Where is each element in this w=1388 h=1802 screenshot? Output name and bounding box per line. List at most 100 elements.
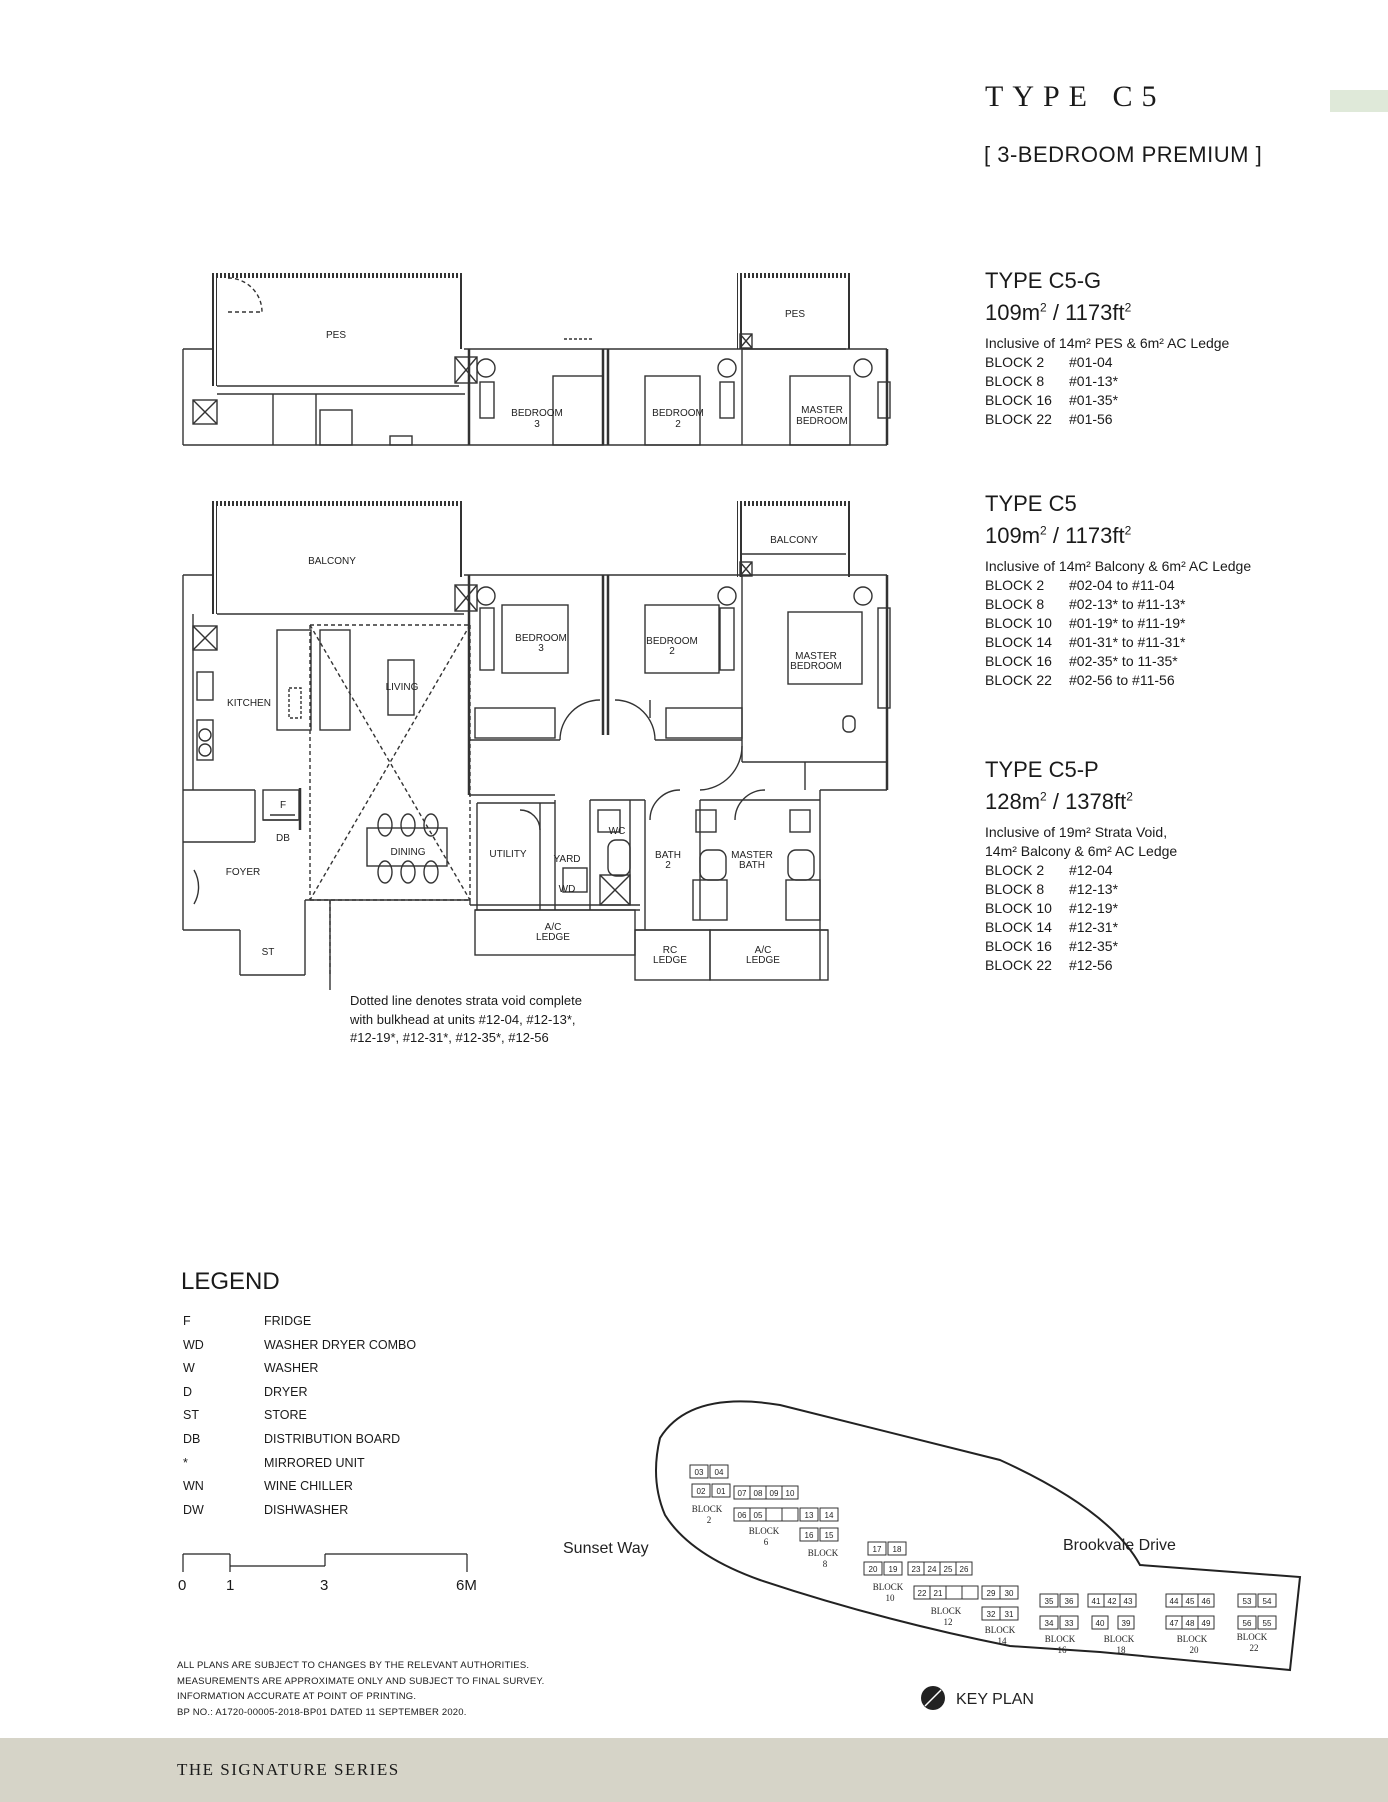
- block-table: BLOCK 2#01-04 BLOCK 8#01-13* BLOCK 16#01…: [985, 353, 1118, 429]
- label-ac-ledge-1: A/C: [545, 922, 562, 933]
- label-pes: PES: [326, 330, 346, 341]
- svg-text:06: 06: [738, 1511, 747, 1520]
- svg-text:43: 43: [1124, 1597, 1133, 1606]
- footer-band: [0, 1738, 1388, 1802]
- svg-text:49: 49: [1202, 1619, 1211, 1628]
- svg-text:26: 26: [960, 1565, 969, 1574]
- svg-text:04: 04: [715, 1468, 724, 1477]
- unit-area: 109m2 / 1173ft2: [985, 300, 1132, 325]
- svg-text:07: 07: [738, 1489, 747, 1498]
- label-master-b: MASTER: [795, 651, 837, 662]
- table-row: BLOCK 14#01-31* to #11-31*: [985, 634, 1186, 650]
- table-row: BLOCK 2#12-04: [985, 862, 1113, 878]
- table-row: BLOCK 2#02-04 to #11-04: [985, 577, 1175, 593]
- label-pes-2: PES: [785, 309, 805, 320]
- svg-text:29: 29: [987, 1589, 996, 1598]
- label-living: LIVING: [386, 682, 419, 693]
- svg-text:15: 15: [825, 1531, 834, 1540]
- block-number: 6: [764, 1537, 769, 1547]
- label-bedroom-3b-num: 3: [538, 643, 544, 654]
- unit-name: TYPE C5-P: [985, 757, 1099, 782]
- label-wd: WD: [559, 884, 576, 895]
- label-bedroom-3: BEDROOM: [511, 408, 563, 419]
- unit-name: TYPE C5: [985, 491, 1077, 516]
- plan-c5: [182, 501, 891, 990]
- plan-c5g: [182, 273, 891, 446]
- block-label: BLOCK: [1237, 1632, 1268, 1642]
- svg-text:03: 03: [695, 1468, 704, 1477]
- block-label: BLOCK: [873, 1582, 904, 1592]
- unit-area: 109m2 / 1173ft2: [985, 523, 1132, 548]
- table-row: BLOCK 16#01-35*: [985, 392, 1119, 408]
- table-row: BLOCK 22#01-56: [985, 411, 1113, 427]
- label-rc-ledge-b: LEDGE: [653, 955, 687, 966]
- label-store: ST: [262, 947, 275, 958]
- svg-text:13: 13: [805, 1511, 814, 1520]
- table-row: BLOCK 8#01-13*: [985, 373, 1119, 389]
- svg-text:32: 32: [987, 1610, 996, 1619]
- table-row: BLOCK 22#12-56: [985, 957, 1113, 973]
- block-label: BLOCK: [1045, 1634, 1076, 1644]
- label-ac-ledge-1b: LEDGE: [536, 932, 570, 943]
- unit-box: [709, 1464, 729, 1479]
- block-label: BLOCK: [1104, 1634, 1135, 1644]
- svg-text:39: 39: [1122, 1619, 1131, 1628]
- legend-title: LEGEND: [181, 1268, 280, 1295]
- road-label-brookvale: Brookvale Drive: [1063, 1537, 1176, 1554]
- table-row: BLOCK 16#02-35* to 11-35*: [985, 653, 1178, 669]
- unit-area: 128m2 / 1378ft2: [985, 789, 1133, 814]
- road-label-sunset: Sunset Way: [563, 1540, 649, 1557]
- svg-text:10: 10: [786, 1489, 795, 1498]
- label-rc-ledge: RC: [663, 945, 677, 956]
- unit-inclusive: Inclusive of 14m² Balcony & 6m² AC Ledge: [985, 558, 1252, 574]
- svg-text:21: 21: [934, 1589, 943, 1598]
- table-row: BLOCK 8#02-13* to #11-13*: [985, 596, 1186, 612]
- svg-text:18: 18: [893, 1545, 902, 1554]
- table-row: BLOCK 14#12-31*: [985, 919, 1119, 935]
- site-boundary: [655, 1400, 1302, 1672]
- unit-spec-c5g: TYPE C5-G 109m2 / 1173ft2 Inclusive of 1…: [985, 268, 1229, 429]
- block-number: 20: [1190, 1645, 1200, 1655]
- label-ac-ledge-2: A/C: [755, 945, 772, 956]
- table-row: BLOCK 22#02-56 to #11-56: [985, 672, 1175, 688]
- svg-text:24: 24: [928, 1565, 937, 1574]
- label-bath-2-num: 2: [665, 860, 671, 871]
- table-row: BLOCK 8#12-13*: [985, 881, 1119, 897]
- unit-spec-c5: TYPE C5 109m2 / 1173ft2 Inclusive of 14m…: [985, 491, 1251, 690]
- block-number: 10: [886, 1593, 896, 1603]
- unit-box: [689, 1464, 709, 1479]
- label-bedroom-3b: BEDROOM: [515, 633, 567, 644]
- block-label: BLOCK: [749, 1526, 780, 1536]
- key-plan-label: KEY PLAN: [956, 1691, 1034, 1708]
- block-table: BLOCK 2#02-04 to #11-04 BLOCK 8#02-13* t…: [985, 576, 1186, 690]
- svg-text:08: 08: [754, 1489, 763, 1498]
- label-balcony-2: BALCONY: [770, 535, 818, 546]
- svg-text:48: 48: [1186, 1619, 1195, 1628]
- svg-text:33: 33: [1065, 1619, 1074, 1628]
- footer-series: THE SIGNATURE SERIES: [177, 1760, 400, 1779]
- svg-text:25: 25: [944, 1565, 953, 1574]
- label-bath-2: BATH: [655, 850, 681, 861]
- block-label: BLOCK: [808, 1548, 839, 1558]
- svg-text:31: 31: [1005, 1610, 1014, 1619]
- label-bedroom-3-num: 3: [534, 419, 540, 430]
- svg-text:01: 01: [717, 1487, 726, 1496]
- block-number: 16: [1058, 1645, 1068, 1655]
- block-number: 8: [823, 1559, 828, 1569]
- svg-text:30: 30: [1005, 1589, 1014, 1598]
- label-bedroom-2-num: 2: [675, 419, 681, 430]
- label-dining: DINING: [391, 847, 426, 858]
- svg-text:09: 09: [770, 1489, 779, 1498]
- svg-text:54: 54: [1263, 1597, 1272, 1606]
- svg-text:40: 40: [1096, 1619, 1105, 1628]
- svg-text:35: 35: [1045, 1597, 1054, 1606]
- table-row: BLOCK 2#01-04: [985, 354, 1113, 370]
- svg-text:23: 23: [912, 1565, 921, 1574]
